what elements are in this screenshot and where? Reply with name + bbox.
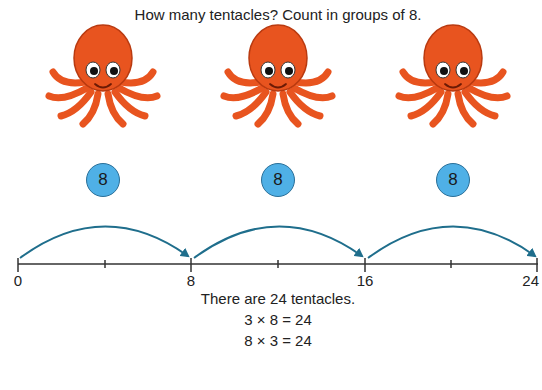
answer-text: There are 24 tentacles. <box>201 290 355 307</box>
jump-arrow <box>194 226 362 258</box>
octopus <box>224 25 332 124</box>
count-circle: 8 <box>86 163 120 197</box>
title: How many tentacles? Count in groups of 8… <box>135 6 422 23</box>
count-circle: 8 <box>261 163 295 197</box>
count-circle: 8 <box>436 163 470 197</box>
jump-arrow <box>20 226 188 258</box>
count-number: 8 <box>448 170 457 190</box>
tick-label: 24 <box>522 272 539 289</box>
tick-label: 16 <box>357 272 374 289</box>
tick-label: 0 <box>14 272 22 289</box>
count-number: 8 <box>98 170 107 190</box>
octopus <box>49 25 157 124</box>
octopus <box>399 25 507 124</box>
tick-label: 8 <box>187 272 195 289</box>
count-number: 8 <box>273 170 282 190</box>
number-line <box>18 258 538 272</box>
equation: 3 × 8 = 24 <box>244 311 312 328</box>
jump-arrow <box>368 226 535 258</box>
equation: 8 × 3 = 24 <box>244 332 312 349</box>
